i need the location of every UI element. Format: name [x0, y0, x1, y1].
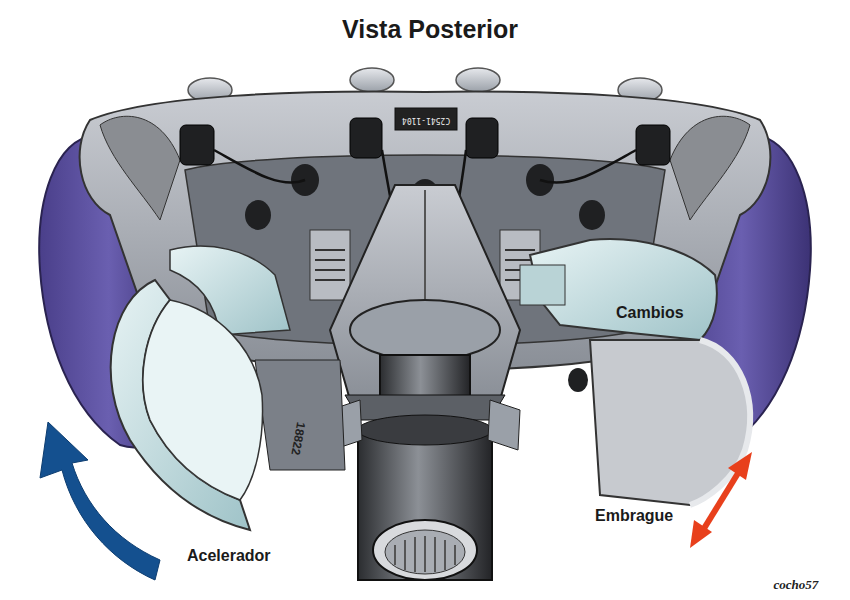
- lower-plate-left-part: [255, 360, 345, 470]
- shift-paddle-part: [520, 265, 565, 305]
- steering-column-part: [385, 530, 465, 574]
- clutch-arrow-part: [690, 520, 712, 548]
- part-label: Cambios: [616, 304, 684, 322]
- steering-column: [330, 185, 520, 580]
- throttle-paddle-part: [143, 300, 263, 500]
- top-buttons-part: [350, 68, 394, 92]
- connectors-part: [350, 118, 382, 158]
- connectors-part: [568, 368, 588, 392]
- wheel-body-part: [100, 116, 180, 220]
- throttle-arrow-part: [40, 422, 160, 580]
- shift-paddle: [520, 239, 717, 340]
- throttle-arrow: [40, 422, 160, 580]
- lower-plate-left: [255, 360, 345, 470]
- part-label: Embrague: [595, 507, 673, 525]
- steering-column-part: [358, 430, 492, 580]
- watermark: cocho57: [774, 578, 819, 592]
- clutch-paddle: [590, 340, 750, 505]
- clutch-paddle-part: [590, 340, 750, 505]
- clutch-arrow-part: [728, 452, 752, 480]
- connectors-part: [245, 200, 271, 230]
- steering-column-part: [373, 520, 477, 580]
- clutch-paddle-part: [690, 340, 750, 505]
- connectors-part: [579, 200, 605, 230]
- top-buttons-part: [456, 68, 500, 92]
- connectors-part: [180, 125, 214, 165]
- throttle-paddle: [111, 246, 290, 530]
- steering-column-part: [358, 415, 492, 445]
- connectors-part: [466, 118, 498, 158]
- steering-column-part: [395, 536, 455, 572]
- part-number: C2541-1104: [402, 115, 450, 124]
- wheel-body-part: [395, 108, 457, 130]
- clutch-arrow: [690, 452, 752, 548]
- part-label: Acelerador: [187, 547, 271, 565]
- connectors-part: [636, 125, 670, 165]
- wheel-body-part: [670, 116, 750, 220]
- shift-springs-part: [310, 230, 350, 300]
- steering-column-part: [330, 400, 520, 450]
- clutch-arrow-part: [700, 470, 740, 535]
- diagram-title: Vista Posterior: [342, 16, 518, 44]
- steering-column-part: [350, 300, 500, 360]
